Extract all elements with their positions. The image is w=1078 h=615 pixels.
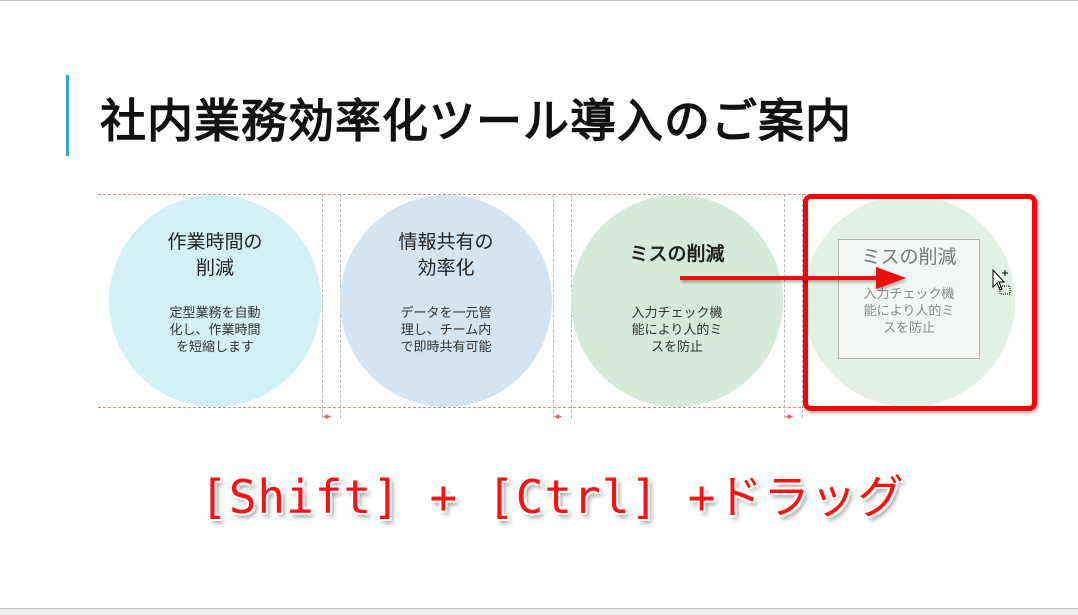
circle-body: 化し、作業時間 bbox=[169, 323, 261, 338]
circle-heading: ミスの削減 bbox=[629, 243, 725, 265]
smart-guide-gap2-left bbox=[553, 194, 554, 418]
circle-body: 理し、チーム内 bbox=[400, 323, 492, 338]
window-bottom-bar bbox=[0, 608, 1078, 615]
smart-guide-gap3-left bbox=[784, 194, 785, 418]
equal-spacing-indicator: ◂▸ bbox=[554, 412, 562, 422]
ghost-body: 入力チェック機 bbox=[863, 287, 955, 302]
circle-shape-error-reduction[interactable]: ミスの削減 入力チェック機 能により人的ミ スを防止 bbox=[571, 195, 783, 407]
equal-spacing-indicator: ◂▸ bbox=[323, 412, 331, 422]
ghost-heading: ミスの削減 bbox=[861, 246, 957, 268]
smart-guide-bottom bbox=[98, 407, 806, 408]
circle-heading: 情報共有の bbox=[398, 231, 494, 253]
circle-body: 定型業務を自動 bbox=[169, 306, 261, 321]
circle-body: で即時共有可能 bbox=[400, 340, 492, 355]
drag-direction-arrow-icon bbox=[680, 267, 906, 289]
circle-heading: 削減 bbox=[195, 257, 234, 279]
slide-title[interactable]: 社内業務効率化ツール導入のご案内 bbox=[100, 94, 852, 148]
circle-body: 能により人的ミ bbox=[631, 323, 723, 338]
title-accent-bar bbox=[66, 75, 69, 156]
circle-body: スを防止 bbox=[650, 340, 703, 355]
circle-heading: 作業時間の bbox=[167, 231, 263, 253]
ghost-body: スを防止 bbox=[882, 321, 935, 336]
smart-guide-gap3-right bbox=[802, 194, 803, 418]
circle-body: 入力チェック機 bbox=[631, 306, 723, 321]
circle-body: データを一元管 bbox=[400, 306, 492, 321]
shortcut-caption: [Shift] + [Ctrl] +ドラッグ bbox=[200, 470, 905, 524]
ghost-body: 能により人的ミ bbox=[863, 304, 955, 319]
window-top-border bbox=[0, 0, 1078, 1]
copy-drag-cursor-icon bbox=[992, 269, 1011, 295]
circle-body: を短縮します bbox=[175, 340, 254, 355]
circle-shape-time-reduction[interactable]: 作業時間の 削減 定型業務を自動 化し、作業時間 を短縮します bbox=[109, 195, 321, 407]
equal-spacing-indicator: ◂▸ bbox=[785, 412, 793, 422]
highlight-frame bbox=[803, 194, 1037, 411]
smart-guide-top bbox=[98, 194, 806, 195]
circle-heading: 効率化 bbox=[417, 257, 475, 279]
duplicate-preview-textbox[interactable]: ミスの削減 入力チェック機 能により人的ミ スを防止 bbox=[838, 239, 980, 359]
smart-guide-gap1-left bbox=[322, 194, 323, 418]
circle-shape-info-sharing[interactable]: 情報共有の 効率化 データを一元管 理し、チーム内 で即時共有可能 bbox=[340, 195, 552, 407]
